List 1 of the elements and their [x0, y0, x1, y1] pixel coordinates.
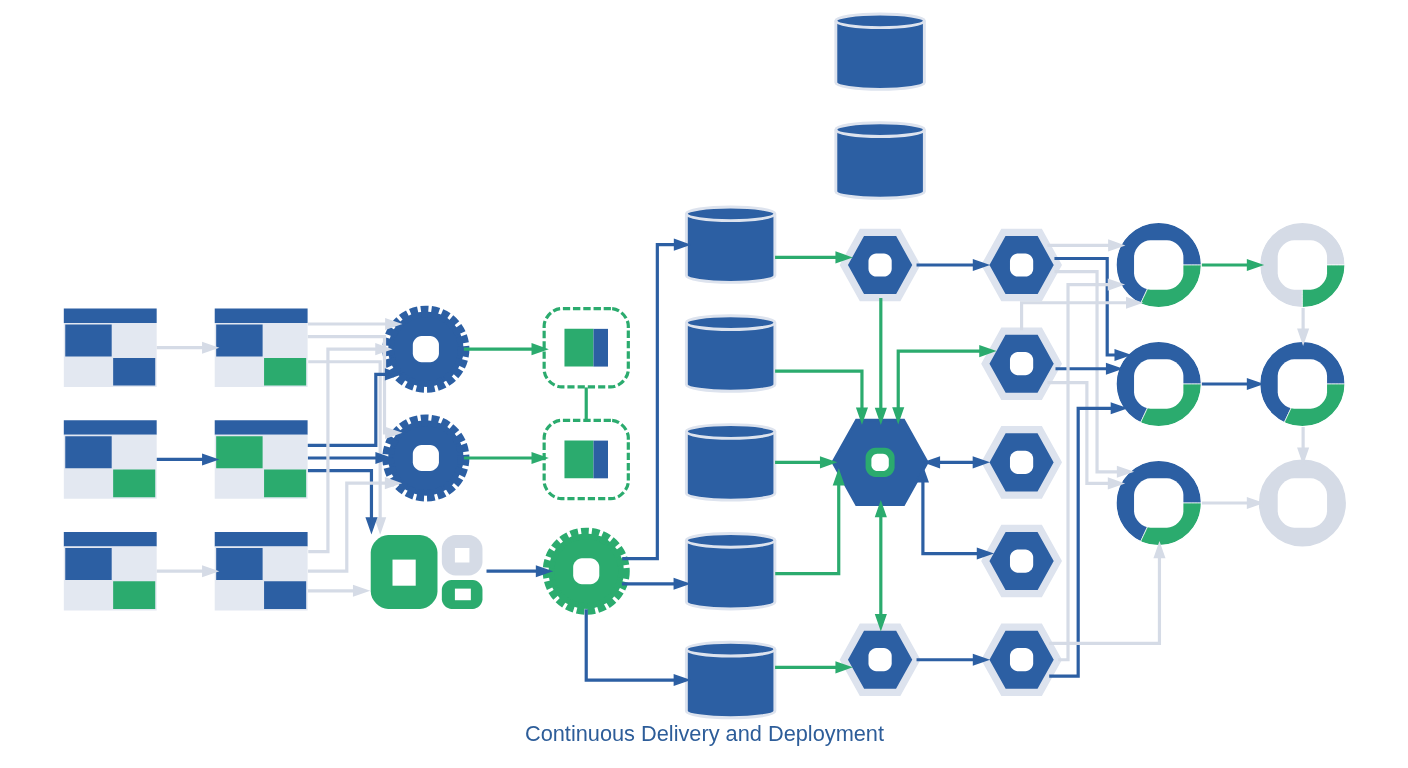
- caption: Continuous Delivery and Deployment: [524, 720, 884, 746]
